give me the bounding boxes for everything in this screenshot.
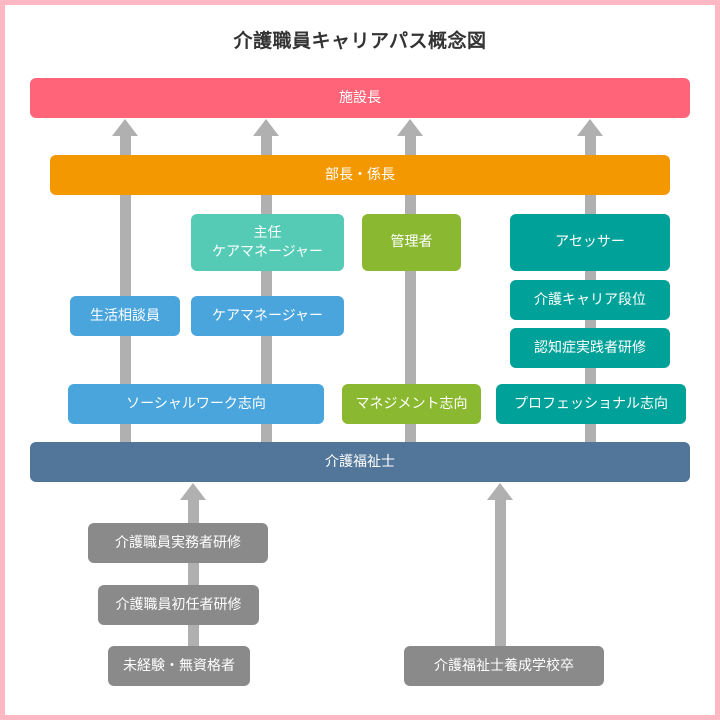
arrow-social-work-head (112, 119, 138, 136)
node-care-manager: ケアマネージャー (191, 296, 344, 336)
node-certified-care-worker: 介護福祉士 (30, 442, 690, 482)
node-care-school-graduate: 介護福祉士養成学校卒 (404, 646, 604, 686)
node-initial-training: 介護職員初任者研修 (98, 585, 259, 625)
arrow-entry-head (180, 483, 206, 500)
node-management-track: マネジメント志向 (342, 384, 481, 424)
arrow-care-manager-head (253, 119, 279, 136)
node-life-counselor: 生活相談員 (70, 296, 180, 336)
arrow-management-shaft (405, 134, 416, 444)
node-administrator: 管理者 (362, 214, 461, 271)
arrow-professional-head (577, 119, 603, 136)
arrow-care-manager-shaft (261, 134, 272, 444)
arrow-school-shaft (495, 498, 506, 648)
node-practitioner-training: 介護職員実務者研修 (88, 523, 268, 563)
node-dementia-practitioner-training: 認知症実践者研修 (510, 328, 670, 368)
node-facility-director: 施設長 (30, 78, 690, 118)
node-inexperienced-unqualified: 未経験・無資格者 (108, 646, 250, 686)
arrow-management-head (397, 119, 423, 136)
node-social-work-track: ソーシャルワーク志向 (68, 384, 324, 424)
diagram-title: 介護職員キャリアパス概念図 (233, 30, 487, 52)
arrow-entry-shaft (188, 498, 199, 648)
node-professional-track: プロフェッショナル志向 (496, 384, 686, 424)
node-department-section-chief: 部長・係長 (50, 155, 670, 195)
node-senior-care-manager: 主任 ケアマネージャー (191, 214, 344, 271)
arrow-social-work-shaft (120, 134, 131, 444)
node-assessor: アセッサー (510, 214, 670, 271)
arrow-school-head (487, 483, 513, 500)
node-care-career-level: 介護キャリア段位 (510, 280, 670, 320)
